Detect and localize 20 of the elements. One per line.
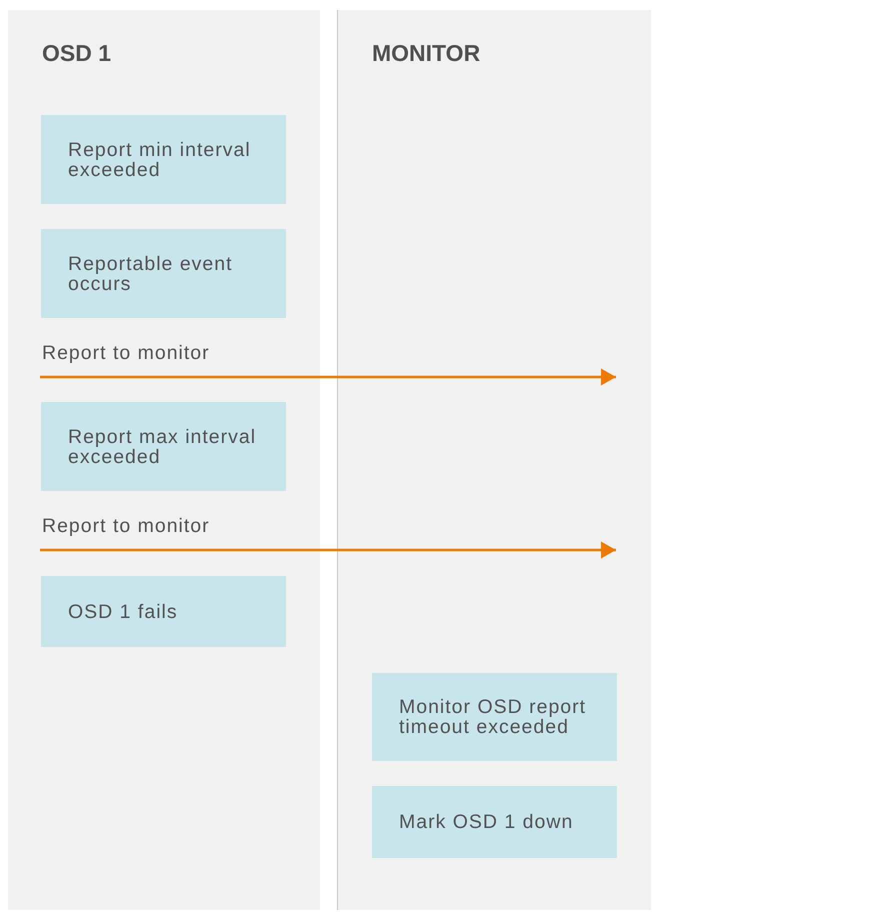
edge-label: Report to monitor bbox=[42, 515, 210, 537]
process-box bbox=[372, 786, 617, 858]
swimlane bbox=[337, 10, 651, 910]
step-text: Report min interval exceeded bbox=[68, 140, 252, 180]
step-text: Monitor OSD report timeout exceeded bbox=[399, 697, 588, 737]
process-box bbox=[372, 673, 617, 761]
arrow bbox=[40, 542, 616, 558]
process-box bbox=[41, 402, 286, 491]
step-text: Reportable event occurs bbox=[68, 254, 234, 294]
lane-heading: MONITOR bbox=[372, 40, 480, 66]
process-box bbox=[41, 229, 286, 318]
edge-label: Report to monitor bbox=[42, 342, 210, 364]
lane-heading: OSD 1 bbox=[42, 40, 112, 66]
arrow bbox=[40, 368, 616, 386]
process-box bbox=[41, 576, 286, 647]
step-text: OSD 1 fails bbox=[68, 602, 179, 622]
step-text: Report max interval exceeded bbox=[68, 426, 258, 466]
swimlane bbox=[8, 10, 320, 910]
process-box bbox=[41, 115, 286, 204]
step-text: Mark OSD 1 down bbox=[399, 812, 574, 832]
